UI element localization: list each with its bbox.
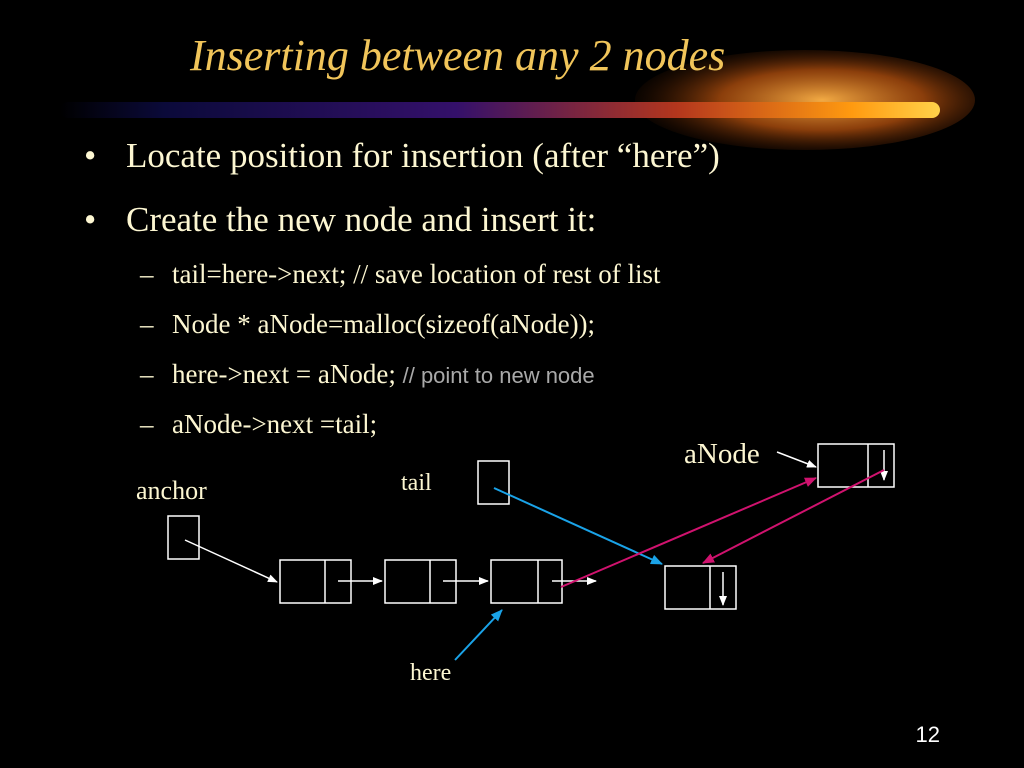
sub-bullet-text: here->next = aNode; // point to new node [172, 359, 595, 390]
sub-bullet-text: tail=here->next; // save location of res… [172, 259, 661, 289]
list-node-here [490, 559, 563, 604]
bullet-text: Create the new node and insert it: [126, 200, 597, 239]
here-label: here [410, 660, 452, 686]
here-pointer-arrow [454, 609, 503, 661]
dash: – [140, 409, 154, 439]
dash: – [140, 359, 154, 389]
code-text: here->next = aNode; [172, 359, 403, 389]
title-swoosh-decoration [60, 50, 975, 150]
code-comment: // point to new node [402, 363, 595, 388]
dash: – [140, 309, 154, 339]
anchor-pointer-box [167, 515, 200, 560]
bullet-dot: • [84, 200, 97, 239]
tail-label: tail [401, 470, 432, 496]
list-node-rest [664, 565, 737, 610]
here-next-to-anode-arrow [560, 477, 817, 588]
tail-pointer-box [477, 460, 510, 505]
page-number: 12 [915, 722, 940, 747]
bullet-text: Locate position for insertion (after “he… [126, 136, 720, 175]
bullet-dot: • [84, 136, 97, 175]
sub-bullet-text: Node * aNode=malloc(sizeof(aNode)); [172, 309, 596, 339]
slide-title: Inserting between any 2 nodes [190, 31, 726, 80]
tail-pointer-arrow [493, 487, 663, 565]
anchor-arrow [184, 539, 278, 583]
anode-label-arrow [776, 451, 817, 468]
dash: – [140, 259, 154, 289]
sub-bullet-text: aNode->next =tail; [172, 409, 378, 439]
anode-next-to-tail-arrow [702, 469, 885, 564]
new-anode [817, 443, 895, 488]
anchor-label: anchor [136, 476, 207, 505]
anode-label: aNode [684, 438, 760, 470]
